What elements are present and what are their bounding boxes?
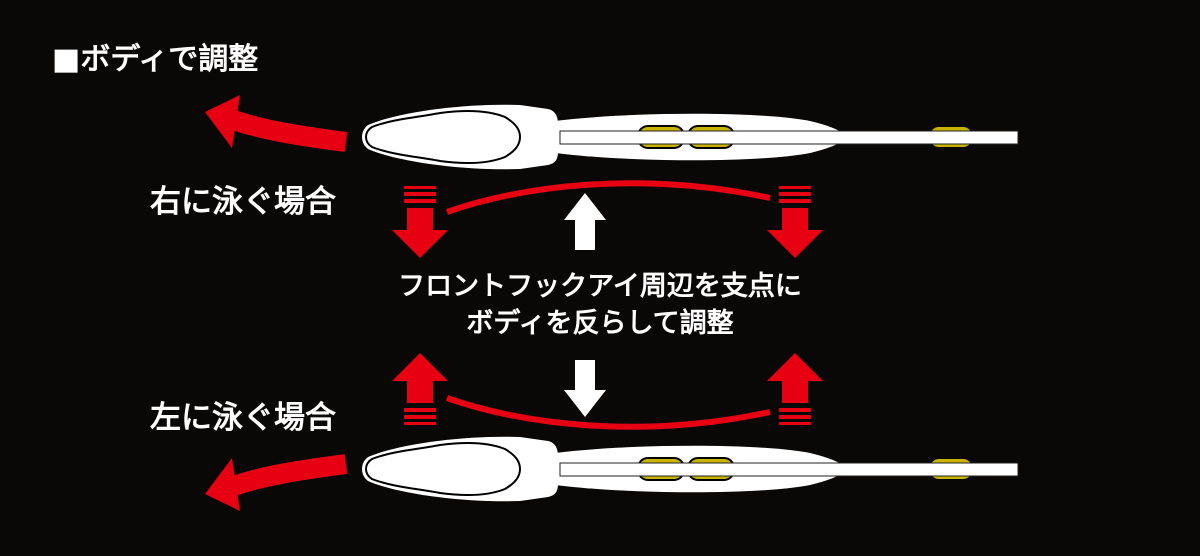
- red-down-arrow-icon: [767, 186, 823, 258]
- bend-arc-bottom: [445, 395, 771, 430]
- center-explanation: フロントフックアイ周辺を支点に ボディを反らして調整: [300, 268, 900, 342]
- diagram-title: ■ボディで調整: [52, 42, 259, 77]
- center-text-line1: フロントフックアイ周辺を支点に: [398, 271, 802, 302]
- lure-top: [361, 103, 1019, 171]
- bend-arc-top: [445, 180, 771, 215]
- white-down-arrow-icon: [564, 360, 606, 417]
- red-up-arrow-icon: [767, 353, 823, 425]
- red-down-arrow-icon: [392, 186, 448, 258]
- swim-right-label: 右に泳ぐ場合: [150, 184, 336, 220]
- swim-left-arrow-icon: [205, 454, 348, 511]
- white-up-arrow-icon: [564, 193, 606, 250]
- swim-right-arrow-icon: [205, 95, 348, 152]
- red-up-arrow-icon: [392, 353, 448, 425]
- lure-bottom: [361, 435, 1019, 503]
- center-text-line2: ボディを反らして調整: [466, 308, 734, 339]
- swim-left-label: 左に泳ぐ場合: [150, 400, 336, 436]
